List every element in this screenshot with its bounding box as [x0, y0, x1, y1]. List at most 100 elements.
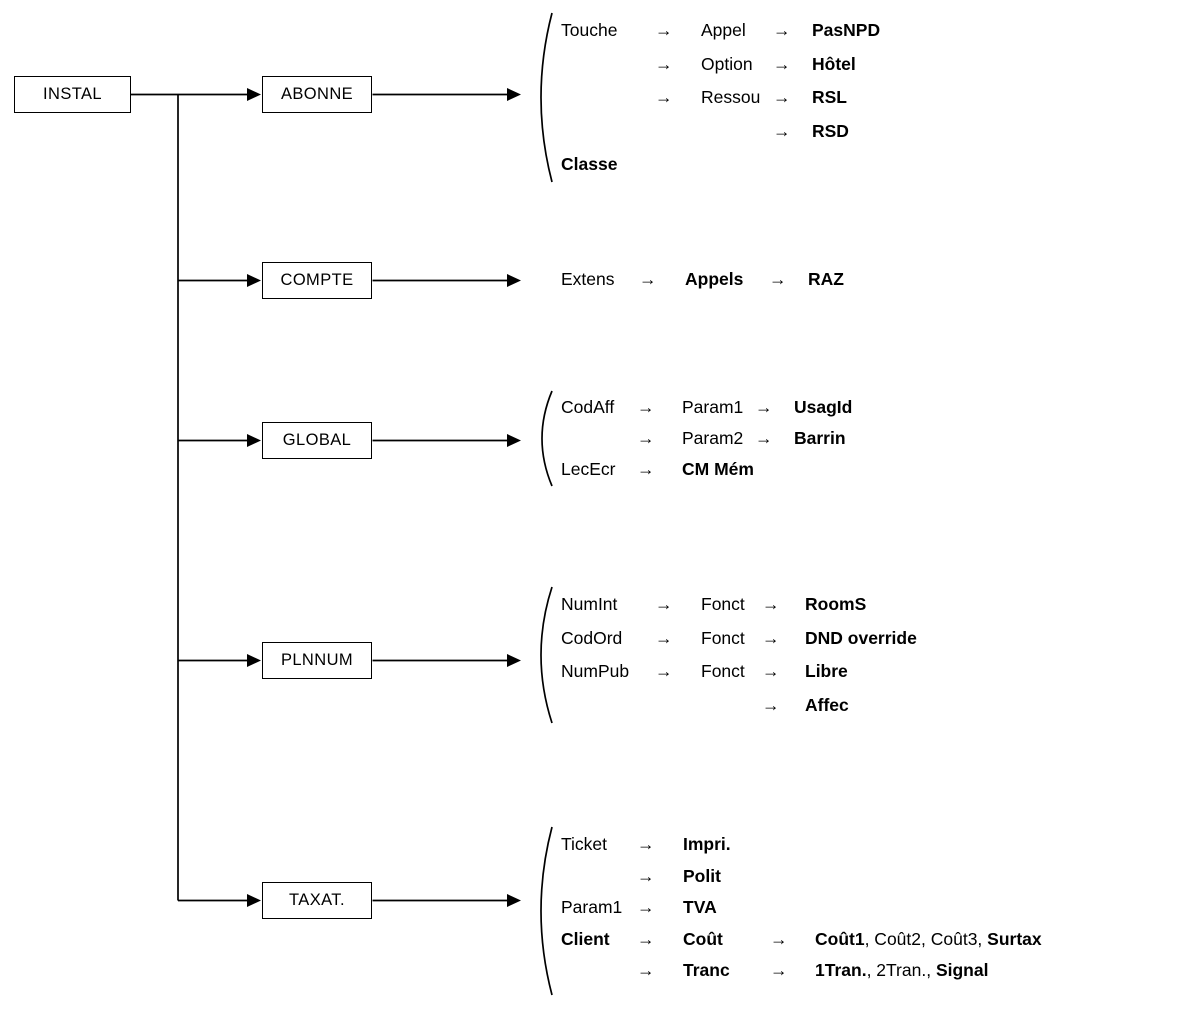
menu-item-text: Fonct: [701, 661, 745, 681]
menu-item-text: Impri.: [683, 834, 731, 854]
menu-item: Appels: [685, 268, 769, 289]
menu-item-text: →: [655, 661, 673, 681]
menu-item: Libre: [805, 661, 917, 681]
menu-item-text: Classe: [561, 154, 618, 174]
menu-item-text: →: [773, 87, 791, 107]
menu-item-text: Param1: [561, 897, 623, 917]
arrowhead-icon: [247, 654, 261, 667]
node-abonne: ABONNE: [262, 76, 372, 113]
menu-item: RSL: [812, 87, 880, 107]
arrow-icon: →: [762, 696, 805, 715]
menu-item-text: TVA: [683, 897, 717, 917]
menu-item-text: Coût1: [815, 928, 865, 949]
menu-item-text: Fonct: [701, 627, 745, 648]
menu-item-text: →: [637, 960, 655, 980]
menu-item: Param1: [561, 897, 637, 917]
menu-item-text: →: [637, 928, 655, 949]
menu-item: Tranc: [683, 960, 770, 980]
arrow-icon: →: [770, 928, 815, 949]
menu-item-text: →: [773, 20, 791, 40]
menu-item-text: →: [773, 120, 791, 141]
menu-item: Ticket: [561, 834, 637, 854]
brace-plnnum: [540, 586, 553, 724]
menu-item-text: Extens: [561, 268, 615, 289]
menu-item-text: →: [769, 268, 787, 289]
menu-item-text: Appel: [701, 20, 746, 40]
arrow-icon: →: [655, 55, 701, 74]
menu-item: Coût1, Coût2, Coût3, Surtax: [815, 928, 1042, 949]
menu-item: Coût: [683, 928, 770, 949]
menu-item-text: RSL: [812, 87, 847, 107]
arrow-icon: →: [773, 120, 812, 141]
arrowhead-icon: [247, 88, 261, 101]
node-global: GLOBAL: [262, 422, 372, 459]
arrow-icon: →: [755, 429, 794, 448]
arrow-icon: →: [639, 270, 685, 289]
menu-item: LecEcr: [561, 458, 637, 479]
arrow-icon: →: [637, 458, 682, 479]
menu-item: Fonct: [701, 661, 762, 681]
menu-item-text: →: [655, 627, 673, 648]
menu-item: Touche: [561, 20, 655, 40]
menu-item: Hôtel: [812, 53, 880, 74]
menu-item-text: →: [637, 458, 655, 479]
menu-item: Extens: [561, 268, 639, 289]
menu-item-text: Tranc: [683, 960, 730, 980]
arrow-icon: →: [637, 960, 683, 980]
menu-item-text: RoomS: [805, 594, 867, 614]
menu-item: Polit: [683, 867, 770, 886]
arrow-icon: →: [773, 20, 812, 40]
menu-item-text: LecEcr: [561, 458, 616, 479]
menu-item-text: Touche: [561, 20, 618, 40]
menu-item-text: Ticket: [561, 834, 608, 854]
menu-item-text: DND override: [805, 627, 917, 648]
menu-item-text: Coût: [683, 928, 723, 949]
menu-item-text: Libre: [805, 661, 848, 681]
menu-item: CodOrd: [561, 627, 655, 648]
menu-item: Classe: [561, 154, 655, 174]
arrow-icon: →: [755, 396, 794, 417]
menu-item-text: RAZ: [808, 268, 844, 289]
menu-item-text: Affec: [805, 694, 849, 715]
arrow-icon: →: [762, 595, 805, 614]
menu-item-text: NumInt: [561, 594, 618, 614]
arrow-icon: →: [655, 21, 701, 40]
menu-item: DND override: [805, 627, 917, 648]
menu-item-text: , Coût2, Coût3,: [864, 928, 988, 949]
menu-item-text: →: [637, 396, 655, 417]
menu-item: TVA: [683, 897, 770, 917]
arrow-icon: →: [637, 928, 683, 949]
menu-item-text: Fonct: [701, 594, 745, 614]
arrow-icon: →: [637, 835, 683, 854]
menu-item: CodAff: [561, 398, 637, 417]
menu-item: NumPub: [561, 662, 655, 681]
menu-item-text: Surtax: [987, 928, 1042, 949]
brace-global: [541, 390, 553, 487]
arrowhead-icon: [507, 654, 521, 667]
menu-item: RAZ: [808, 268, 844, 289]
menu-item-text: →: [762, 627, 780, 648]
group-braces: [540, 12, 553, 996]
menu-item-text: Ressou: [701, 87, 761, 107]
menu-item-text: CodOrd: [561, 627, 623, 648]
menu-item-text: →: [637, 865, 655, 886]
arrow-icon: →: [637, 396, 682, 417]
arrowhead-icon: [247, 274, 261, 287]
menu-item-text: →: [655, 87, 673, 107]
menu-item-text: Option: [701, 53, 753, 74]
menu-item-text: →: [755, 396, 773, 417]
arrow-icon: →: [655, 595, 701, 614]
menu-item-text: Hôtel: [812, 53, 856, 74]
menu-item-text: Barrin: [794, 427, 846, 448]
arrow-icon: →: [655, 661, 701, 681]
brace-taxat: [540, 826, 553, 996]
menu-item-text: Param2: [682, 427, 744, 448]
node-plnnum: PLNNUM: [262, 642, 372, 679]
menu-item-text: CM Mém: [682, 458, 754, 479]
arrow-icon: →: [655, 87, 701, 107]
menu-item-text: Appels: [685, 268, 744, 289]
menu-item-text: →: [770, 928, 788, 949]
